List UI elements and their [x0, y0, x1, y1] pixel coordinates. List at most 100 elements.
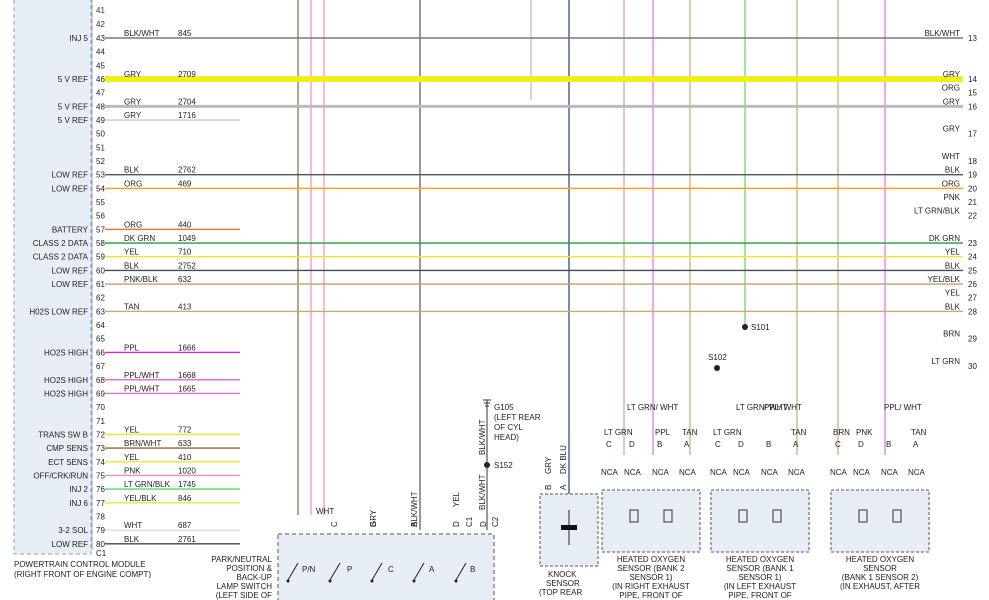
ground-wire-1: BLK/WHT [478, 419, 487, 455]
switch-contacts [286, 562, 467, 583]
right-wire-label: LT GRN [931, 357, 960, 366]
pcm-pin: 60 [96, 266, 105, 275]
sensor-pin: B [886, 440, 891, 449]
pcm-pin: 49 [96, 116, 105, 125]
pcm-pin: 57 [96, 225, 105, 234]
sensor-name-3: (BANK 1 SENSOR 2) [842, 573, 919, 582]
pcm-pin-label: 5 V REF [58, 116, 88, 125]
sensor-wire-label: PNK [856, 428, 873, 437]
wire-color-label: YEL/BLK [124, 494, 157, 503]
right-wire-number: 20 [968, 184, 977, 193]
wire-color-label: YEL [124, 425, 140, 434]
pcm-pin-label: CLASS 2 DATA [33, 253, 89, 262]
heater-icon [858, 509, 868, 523]
sensor-nca: NCA [601, 468, 619, 477]
sensor-nca: NCA [788, 468, 806, 477]
sensor-name-3: SENSOR 1) [629, 573, 672, 582]
pcm-pin-label: LOW REF [52, 280, 89, 289]
sensor-name-1: HEATED OXYGEN [617, 555, 686, 564]
sensor-wire-label: TAN [791, 428, 807, 437]
right-wire-label: PNK [944, 193, 961, 202]
sensor-pin: A [793, 440, 799, 449]
sensor-nca: NCA [652, 468, 670, 477]
switch-pin-d2: D [479, 521, 488, 527]
pcm-pin-label: TRANS SW B [38, 430, 88, 439]
right-wire-label: BLK [945, 261, 961, 270]
pcm-pin: 54 [96, 184, 105, 193]
right-wire-label: DK GRN [929, 234, 960, 243]
pcm-pin: 44 [96, 48, 105, 57]
right-wire-number: 24 [968, 253, 977, 262]
pcm-pin-label: HO2S HIGH [44, 376, 88, 385]
pcm-pin-label: OFF/CRK/RUN [33, 471, 88, 480]
switch-name-1: PARK/NEUTRAL [211, 555, 272, 564]
right-wire-number: 30 [968, 362, 977, 371]
pcm-pin: 76 [96, 485, 105, 494]
knock-name-1: KNOCK [548, 570, 577, 579]
right-wire-number: 18 [968, 157, 977, 166]
pcm-pin-label: CMP SENS [46, 444, 88, 453]
pcm-pin: 75 [96, 471, 105, 480]
right-wire-label: LT GRN/BLK [914, 207, 961, 216]
right-wire-label: ORG [942, 84, 960, 93]
sensor-nca: NCA [881, 468, 899, 477]
right-wire-label: BRN [943, 330, 960, 339]
knock-wire-gry: GRY [544, 456, 553, 474]
wire-color-label: ORG [124, 220, 142, 229]
switch-pos-b: B [470, 565, 475, 574]
wire-color-label: BLK [124, 166, 140, 175]
right-wire-number: 28 [968, 307, 977, 316]
sensor-name-2: SENSOR (BANK 1 [726, 564, 794, 573]
wire-color-label: YEL [124, 248, 140, 257]
pcm-pin: 50 [96, 130, 105, 139]
switch-wire-gry: GRY [369, 509, 378, 527]
right-wire-label: YEL [945, 289, 961, 298]
wire-circuit-number: 846 [178, 494, 192, 503]
vertical-wires [297, 0, 886, 530]
wire-color-label: GRY [124, 70, 142, 79]
sensor-wire-label: LT GRN [713, 428, 742, 437]
wire-circuit-number: 2762 [178, 166, 196, 175]
right-wire-label: BLK [945, 302, 961, 311]
wire-circuit-number: 772 [178, 425, 192, 434]
sensor-pin: B [766, 440, 771, 449]
sensor-nca: NCA [908, 468, 926, 477]
right-wire-number: 17 [968, 130, 977, 139]
sensor-element-icon [772, 509, 782, 523]
pcm-pin-label: INJ 5 [69, 34, 88, 43]
right-wire-number: 15 [968, 89, 977, 98]
wire-color-label: GRY [124, 97, 142, 106]
switch-wire-wht: WHT [316, 507, 334, 516]
pcm-pin: 73 [96, 444, 105, 453]
pcm-pin: 55 [96, 198, 105, 207]
right-wire-label: GRY [943, 97, 961, 106]
right-wire-number: 14 [968, 75, 977, 84]
pcm-name: POWERTRAIN CONTROL MODULE [14, 560, 146, 569]
switch-name-4: LAMP SWITCH [217, 582, 273, 591]
wire-circuit-number: 1049 [178, 234, 196, 243]
wire-circuit-number: 632 [178, 275, 192, 284]
switch-name-3: BACK-UP [236, 573, 272, 582]
wire-circuit-number: 1668 [178, 371, 196, 380]
sensor-wire-label: PPL [655, 428, 671, 437]
pcm-pin: 69 [96, 389, 105, 398]
wire-color-label: PPL/WHT [124, 384, 160, 393]
pcm-pin: 67 [96, 362, 105, 371]
sensor-pin: D [629, 440, 635, 449]
pcm-pin-label: ECT SENS [48, 458, 88, 467]
park-neutral-switch: WHT GRY BLK/WHT YEL C B A D C1 D C2 P/N … [211, 491, 500, 600]
wire-color-label: ORG [124, 179, 142, 188]
ground-loc-3: HEAD) [494, 433, 519, 442]
sensor-nca: NCA [733, 468, 751, 477]
switch-name-2: POSITION & [226, 564, 272, 573]
right-wire-number: 27 [968, 294, 977, 303]
wire-circuit-number: 710 [178, 248, 192, 257]
wire-color-label: BRN/WHT [124, 439, 161, 448]
right-wire-label: GRY [943, 125, 961, 134]
switch-contact-dot [286, 579, 290, 583]
sensor-name-2: SENSOR (BANK 2 [617, 564, 685, 573]
pcm-pin-label: HO2S HIGH [44, 348, 88, 357]
